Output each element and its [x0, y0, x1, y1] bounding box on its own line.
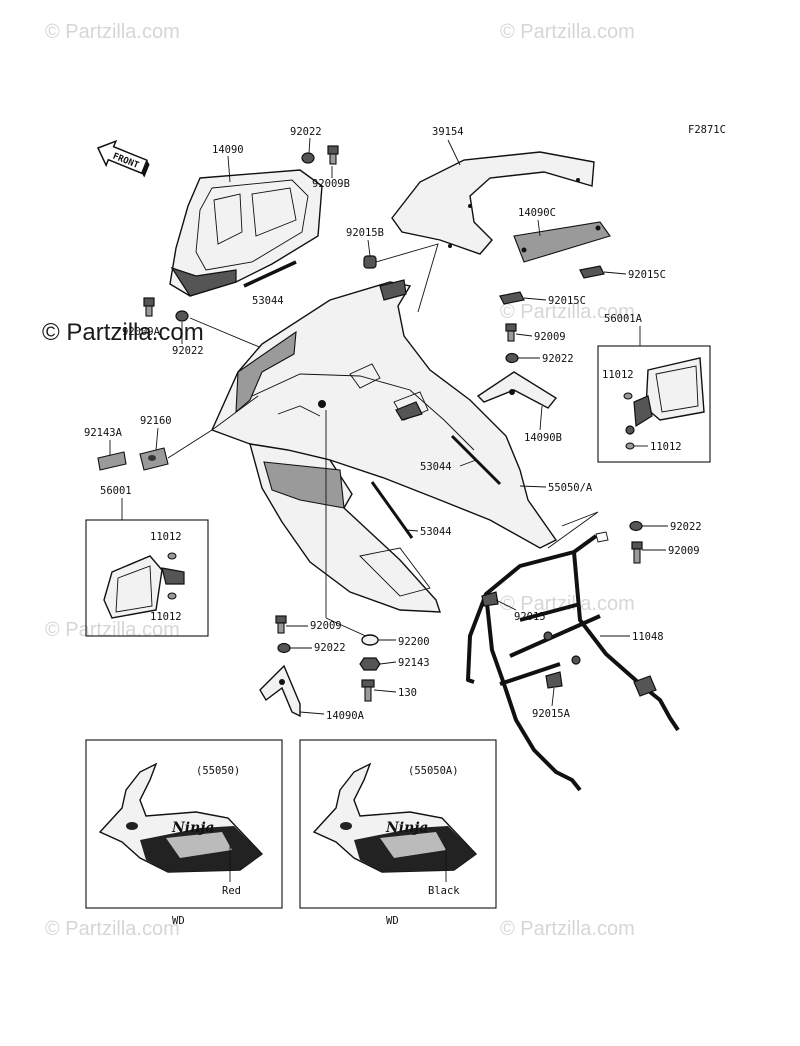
clip-92015 — [481, 591, 499, 607]
part-label-92009a: 92009A — [122, 326, 161, 338]
ninja-logo: Ninja — [171, 820, 214, 836]
part-label-14090b: 14090B — [524, 432, 562, 444]
variant-box-55050: (55050) Ninja Red — [85, 739, 283, 909]
mirror-left-part — [103, 555, 185, 619]
nut-92143 — [359, 657, 381, 671]
ninja-logo: Ninja — [385, 820, 428, 836]
part-label-14090: 14090 — [212, 144, 244, 156]
bracket-14090b — [476, 371, 558, 409]
watermark-bottom-left: © Partzilla.com — [45, 918, 180, 940]
part-label-92022-top: 92022 — [290, 126, 322, 138]
clip-92015c-b — [499, 291, 525, 305]
washer-92022-top — [301, 152, 315, 164]
washer-92022-low — [277, 642, 291, 654]
watermark-mid-right-2: © Partzilla.com — [500, 593, 635, 615]
part-label-92015a: 92015A — [532, 708, 571, 720]
watermark-bottom-right: © Partzilla.com — [500, 918, 635, 940]
watermark-mid-right: © Partzilla.com — [500, 301, 635, 323]
part-label-92015: 92015 — [514, 611, 546, 623]
clip-92015a — [545, 671, 563, 689]
part-label-92143: 92143 — [398, 657, 430, 669]
part-label-92022-left: 92022 — [172, 345, 204, 357]
part-label-56001a: 56001A — [604, 313, 643, 325]
part-label-92160: 92160 — [140, 415, 172, 427]
windshield-part — [391, 151, 595, 255]
washer-92200 — [361, 634, 379, 646]
bolt-92009-mid — [505, 323, 517, 342]
part-label-92015b: 92015B — [346, 227, 384, 239]
part-label-14090a: 14090A — [326, 710, 365, 722]
variant-note-2: WD — [386, 915, 399, 927]
strip-53044-top — [243, 260, 297, 288]
part-label-92009-low: 92009 — [310, 620, 342, 632]
variant-color-red: Red — [222, 885, 241, 897]
inner-panel-14090c — [513, 221, 611, 263]
grommet-11012-l2 — [167, 592, 177, 600]
part-label-92143a: 92143A — [84, 427, 123, 439]
grommet-11012-r1 — [623, 392, 633, 400]
watermarks: © Partzilla.com © Partzilla.com © Partzi… — [42, 21, 635, 940]
part-label-11048: 11048 — [632, 631, 664, 643]
mirror-box-left — [85, 519, 209, 637]
front-arrow-icon: FRONT — [96, 139, 150, 178]
strip-53044-low — [370, 481, 414, 539]
variant-note-1: WD — [172, 915, 185, 927]
bolt-130 — [361, 679, 375, 702]
mirror-right-part — [625, 357, 705, 435]
figure-code: F2871C — [688, 124, 726, 136]
spacer-92160 — [139, 447, 169, 471]
part-label-11012-l2: 11012 — [150, 611, 182, 623]
part-label-56001: 56001 — [100, 485, 132, 497]
bolt-92009b — [327, 145, 339, 165]
upper-fairing-part — [211, 279, 558, 549]
fairing-bracket-11048 — [466, 531, 680, 792]
part-label-92009-mid: 92009 — [534, 331, 566, 343]
lower-fairing-part — [249, 443, 441, 613]
part-label-11012-r1: 11012 — [602, 369, 634, 381]
washer-92022-left — [175, 310, 189, 322]
bolt-92009a — [143, 297, 155, 317]
clip-92015b — [363, 255, 377, 269]
washer-92022-right — [629, 520, 643, 532]
part-label-92009b: 92009B — [312, 178, 350, 190]
washer-92022-mid — [505, 352, 519, 364]
part-label-11012-l1: 11012 — [150, 531, 182, 543]
part-label-53044-mid: 53044 — [420, 461, 452, 473]
variant-code-55050: (55050) — [196, 765, 240, 777]
part-label-55050a-main: 55050/A — [548, 482, 593, 494]
grommet-11012-l1 — [167, 552, 177, 560]
bolt-92009-low — [275, 615, 287, 634]
meter-cover-part — [169, 169, 323, 297]
variant-code-55050a: (55050A) — [408, 765, 459, 777]
part-label-39154: 39154 — [432, 126, 464, 138]
part-label-92200: 92200 — [398, 636, 430, 648]
part-label-130: 130 — [398, 687, 417, 699]
part-label-92015c-a: 92015C — [628, 269, 666, 281]
variant-box-55050a: (55050A) Ninja Black — [299, 739, 497, 909]
bracket-14090a — [259, 664, 301, 718]
part-label-53044-top: 53044 — [252, 295, 284, 307]
part-label-53044-low: 53044 — [420, 526, 452, 538]
watermark-top-right: © Partzilla.com — [500, 21, 635, 43]
bolt-92009-right — [631, 541, 643, 564]
part-label-92022-mid: 92022 — [542, 353, 574, 365]
spacer-92143a — [97, 451, 127, 471]
watermark-prominent: © Partzilla.com — [42, 319, 204, 346]
grommet-11012-r2 — [625, 442, 635, 450]
watermark-top-left: © Partzilla.com — [45, 21, 180, 43]
mirror-box-right — [597, 345, 711, 463]
part-label-92009-right: 92009 — [668, 545, 700, 557]
part-label-92022-right: 92022 — [670, 521, 702, 533]
variant-color-black: Black — [428, 885, 460, 897]
part-label-11012-r2: 11012 — [650, 441, 682, 453]
part-label-14090c: 14090C — [518, 207, 556, 219]
part-label-92022-low: 92022 — [314, 642, 346, 654]
clip-92015c-a — [579, 265, 605, 279]
part-label-92015c-b: 92015C — [548, 295, 586, 307]
